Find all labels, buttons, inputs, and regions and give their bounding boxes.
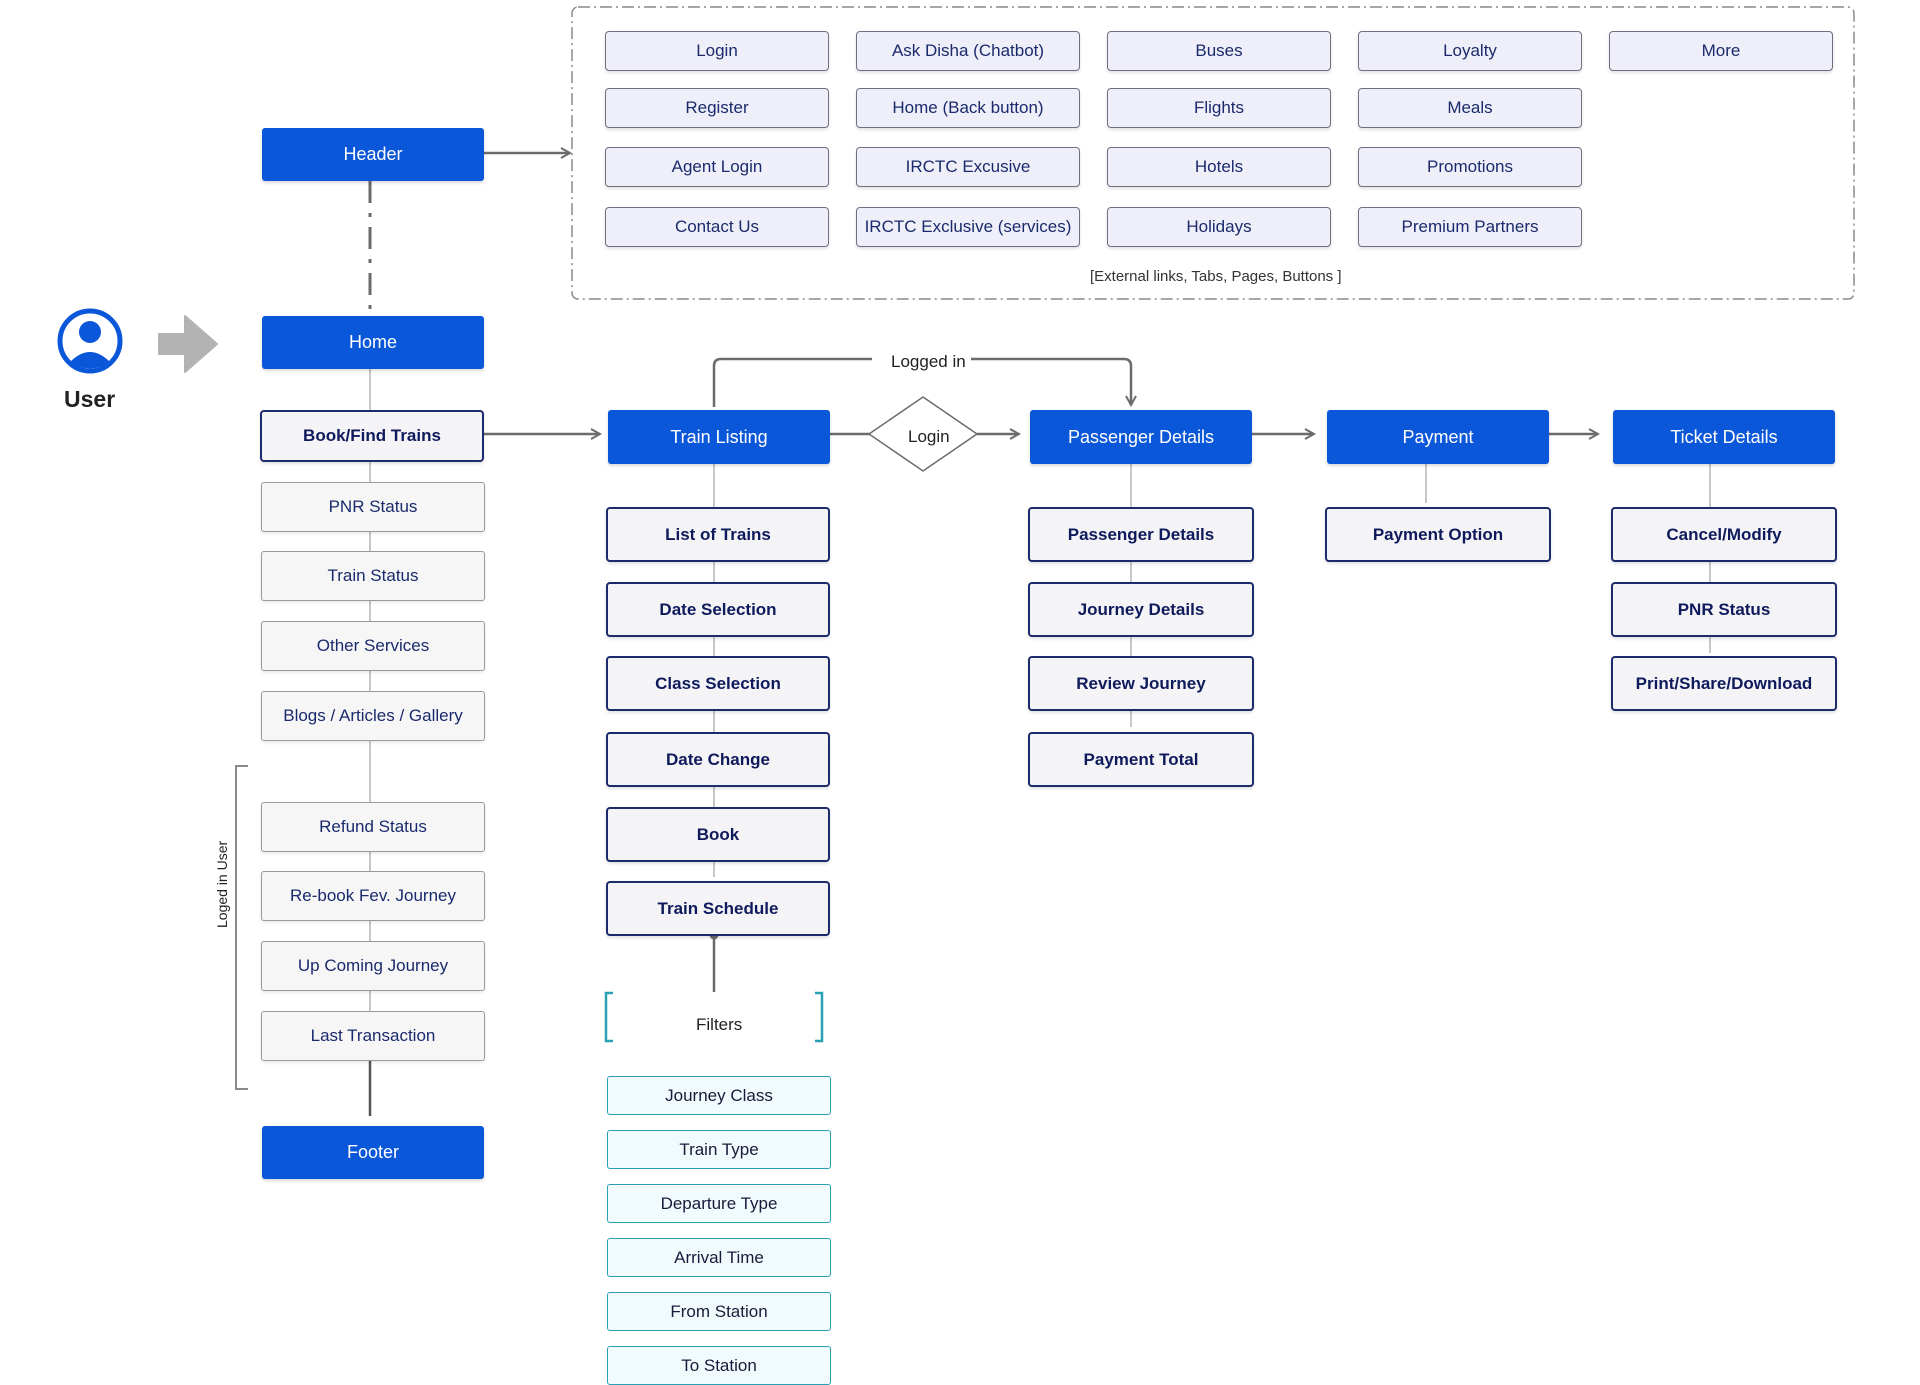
header-group-note: [External links, Tabs, Pages, Buttons ] xyxy=(1090,268,1342,285)
listing-item-list-of-trains[interactable]: List of Trains xyxy=(606,507,830,562)
header-group-border xyxy=(571,6,1855,300)
header-link-buses[interactable]: Buses xyxy=(1107,31,1331,71)
filters-bracket-left xyxy=(604,991,613,1043)
logged-in-label: Logged in xyxy=(891,352,966,371)
filter-arrival-time[interactable]: Arrival Time xyxy=(607,1238,831,1277)
left-item-upcoming-journey[interactable]: Up Coming Journey xyxy=(261,941,485,991)
filter-journey-class[interactable]: Journey Class xyxy=(607,1076,831,1115)
left-item-pnr-status[interactable]: PNR Status xyxy=(261,482,485,532)
train-listing-node[interactable]: Train Listing xyxy=(608,410,830,464)
header-link-loyalty[interactable]: Loyalty xyxy=(1358,31,1582,71)
ticket-item-print-share-download[interactable]: Print/Share/Download xyxy=(1611,656,1837,711)
header-link-contact-us[interactable]: Contact Us xyxy=(605,207,829,247)
header-link-promotions[interactable]: Promotions xyxy=(1358,147,1582,187)
listing-item-book[interactable]: Book xyxy=(606,807,830,862)
header-link-hotels[interactable]: Hotels xyxy=(1107,147,1331,187)
header-link-agent-login[interactable]: Agent Login xyxy=(605,147,829,187)
filters-bracket-right xyxy=(815,991,824,1043)
passenger-details-node[interactable]: Passenger Details xyxy=(1030,410,1252,464)
ticket-item-pnr-status[interactable]: PNR Status xyxy=(1611,582,1837,637)
user-icon xyxy=(57,308,123,374)
listing-item-date-change[interactable]: Date Change xyxy=(606,732,830,787)
filter-from-station[interactable]: From Station xyxy=(607,1292,831,1331)
footer-node[interactable]: Footer xyxy=(262,1126,484,1179)
header-link-irctc-exclusive[interactable]: IRCTC Excusive xyxy=(856,147,1080,187)
listing-item-class-selection[interactable]: Class Selection xyxy=(606,656,830,711)
filters-label: Filters xyxy=(696,1015,743,1034)
header-link-login[interactable]: Login xyxy=(605,31,829,71)
passenger-item-review-journey[interactable]: Review Journey xyxy=(1028,656,1254,711)
left-item-last-transaction[interactable]: Last Transaction xyxy=(261,1011,485,1061)
header-link-register[interactable]: Register xyxy=(605,88,829,128)
left-item-other-services[interactable]: Other Services xyxy=(261,621,485,671)
payment-item-payment-option[interactable]: Payment Option xyxy=(1325,507,1551,562)
header-link-ask-disha[interactable]: Ask Disha (Chatbot) xyxy=(856,31,1080,71)
filter-train-type[interactable]: Train Type xyxy=(607,1130,831,1169)
passenger-item-passenger-details[interactable]: Passenger Details xyxy=(1028,507,1254,562)
filter-departure-type[interactable]: Departure Type xyxy=(607,1184,831,1223)
listing-item-train-schedule[interactable]: Train Schedule xyxy=(606,881,830,936)
login-diamond-label: Login xyxy=(908,427,950,446)
logged-in-path-left xyxy=(712,357,872,407)
filter-to-station[interactable]: To Station xyxy=(607,1346,831,1385)
logged-in-user-bracket xyxy=(235,765,248,1090)
passenger-item-journey-details[interactable]: Journey Details xyxy=(1028,582,1254,637)
header-link-home-back[interactable]: Home (Back button) xyxy=(856,88,1080,128)
logged-in-user-label: Loged in User xyxy=(214,840,230,928)
header-node[interactable]: Header xyxy=(262,128,484,181)
left-item-rebook-journey[interactable]: Re-book Fev. Journey xyxy=(261,871,485,921)
user-label: User xyxy=(64,386,116,412)
listing-item-date-selection[interactable]: Date Selection xyxy=(606,582,830,637)
passenger-item-payment-total[interactable]: Payment Total xyxy=(1028,732,1254,787)
header-link-flights[interactable]: Flights xyxy=(1107,88,1331,128)
logged-in-path-right xyxy=(971,357,1131,405)
payment-node[interactable]: Payment xyxy=(1327,410,1549,464)
home-node[interactable]: Home xyxy=(262,316,484,369)
header-link-more[interactable]: More xyxy=(1609,31,1833,71)
header-link-holidays[interactable]: Holidays xyxy=(1107,207,1331,247)
book-find-trains-node[interactable]: Book/Find Trains xyxy=(260,410,484,462)
ticket-details-node[interactable]: Ticket Details xyxy=(1613,410,1835,464)
header-link-irctc-exclusive-services[interactable]: IRCTC Exclusive (services) xyxy=(856,207,1080,247)
header-link-premium-partners[interactable]: Premium Partners xyxy=(1358,207,1582,247)
left-item-refund-status[interactable]: Refund Status xyxy=(261,802,485,852)
user-right-arrow-icon xyxy=(158,315,218,373)
left-item-blogs[interactable]: Blogs / Articles / Gallery xyxy=(261,691,485,741)
login-diamond xyxy=(867,396,979,472)
left-item-train-status[interactable]: Train Status xyxy=(261,551,485,601)
ticket-item-cancel-modify[interactable]: Cancel/Modify xyxy=(1611,507,1837,562)
header-link-meals[interactable]: Meals xyxy=(1358,88,1582,128)
